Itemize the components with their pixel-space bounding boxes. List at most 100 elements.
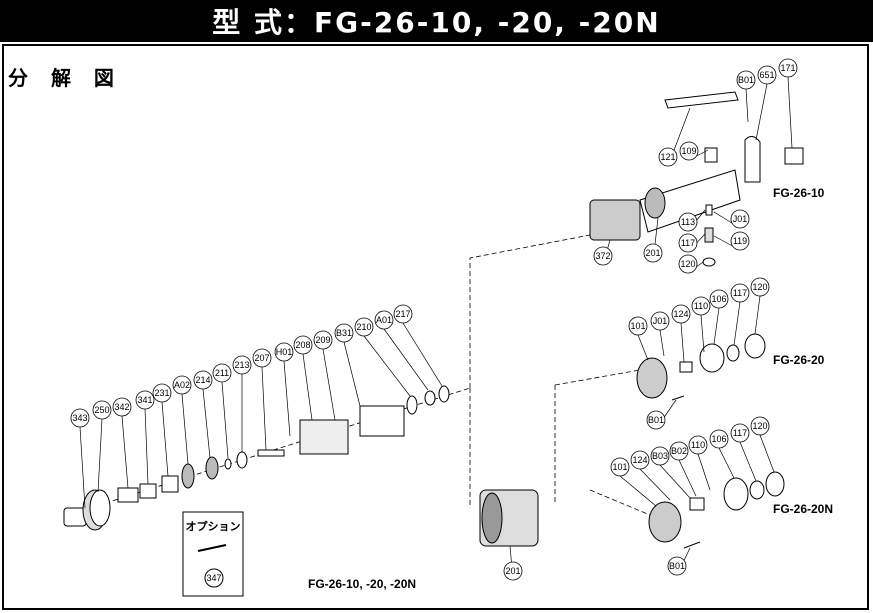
leader-line-p209 [322,348,336,421]
part-callout-p343 [70,408,90,428]
part-342 [117,487,139,503]
part-number-p101b: 101 [612,462,627,472]
part-callout-pB02 [669,441,689,461]
model-title: 型 式：FG-26-10, -20, -20N [212,6,661,39]
diagram-frame [2,44,869,610]
leader-line-pB02 [678,459,697,497]
guide-lines [89,234,651,516]
leader-line-p101b [619,475,657,507]
part-number-p119: 119 [733,236,747,246]
part-callout-p119 [730,231,750,251]
leader-line-p110a [700,314,705,353]
part-201-housing [639,169,741,233]
part-callout-p120a [678,254,698,274]
leader-line-p341 [144,408,149,485]
part-number-pJ01b: J01 [653,316,668,326]
part-number-p211: 211 [215,368,229,378]
part-211 [224,458,232,470]
part-number-p117c: 117 [733,428,747,438]
option-box: オプション 347 [182,511,244,597]
part-number-p341: 341 [137,395,152,405]
part-callout-p124b [630,450,650,470]
part-number-p201b: 201 [505,566,520,576]
leader-line-p217 [402,322,443,387]
leader-line-p342 [121,415,129,489]
part-number-p342: 342 [114,402,129,412]
part-109 [704,147,718,163]
part-callout-p120b [750,277,770,297]
leader-line-p117b [733,301,741,346]
part-callout-pJ01b [650,311,670,331]
part-callout-p124a [671,304,691,324]
part-number-p110a: 110 [694,301,708,311]
part-number-p214: 214 [195,375,210,385]
part-number-p207: 207 [254,353,269,363]
leader-line-pB01a [745,88,749,123]
part-callout-p110b [688,435,708,455]
part-B01 [683,541,701,549]
model-label-fg-26-20: FG-26-20 [773,353,825,367]
part-callout-p117c [730,423,750,443]
part-120 [702,257,716,267]
part-callout-p201a [643,243,663,263]
part-number-pA01: A01 [376,315,392,325]
part-callout-p209 [313,330,333,350]
part-callout-p117b [730,283,750,303]
part-callout-p217 [393,304,413,324]
part-number-p231: 231 [154,388,169,398]
part-callout-p109 [679,141,699,161]
part-101 [648,501,682,543]
leader-line-p101a [637,334,649,361]
part-number-pH01: H01 [276,347,293,357]
part-callout-p106a [709,289,729,309]
model-label-common: FG-26-10, -20, -20N [308,577,416,591]
part-651 [744,136,761,183]
part-number-pB01c: B01 [669,561,685,571]
part-number-p209: 209 [315,335,330,345]
part-callout-p106b [709,429,729,449]
part-callout-pB01b [646,410,666,430]
part-number-p109: 109 [681,146,696,156]
part-201-grip [644,187,666,219]
part-callout-p341 [135,390,155,410]
part-231 [161,475,179,493]
part-number-pJ01a: J01 [733,214,748,224]
part-number-pB31: B31 [336,328,352,338]
part-120 [744,333,766,359]
part-117 [704,227,714,243]
leader-line-p110b [697,453,711,491]
leader-line-pB31 [343,341,361,407]
part-A02 [181,463,195,489]
part-number-p106a: 106 [711,294,726,304]
part-callout-p372 [593,246,613,266]
leader-line-p210 [363,335,411,397]
part-209 [359,405,405,437]
part-number-p210: 210 [356,322,371,332]
part-B03 [689,497,705,511]
leader-line-pA01 [383,328,429,391]
part-210 [406,395,418,415]
part-number-p201a: 201 [645,248,660,258]
part-number-pA02: A02 [174,380,190,390]
part-callout-pB03 [650,446,670,466]
part-number-p372: 372 [595,251,610,261]
part-101 [636,357,668,399]
leader-line-p208 [302,353,313,421]
part-341 [139,483,157,499]
part-207 [257,449,285,457]
leader-line-p124a [680,322,685,363]
part-number-p113: 113 [681,217,695,227]
part-number-p120b: 120 [752,282,767,292]
page-header: 型 式：FG-26-10, -20, -20N [0,0,873,42]
part-callout-p120c [750,416,770,436]
part-number-p250: 250 [94,405,109,415]
part-number-p121: 121 [660,152,675,162]
part-117 [749,480,765,500]
part-number-pB01a: B01 [738,75,754,85]
part-121-lever [664,91,739,109]
part-number-p110b: 110 [691,440,705,450]
part-callout-pH01 [274,342,294,362]
part-callout-pB01a [736,70,756,90]
part-347-pin [197,544,227,552]
